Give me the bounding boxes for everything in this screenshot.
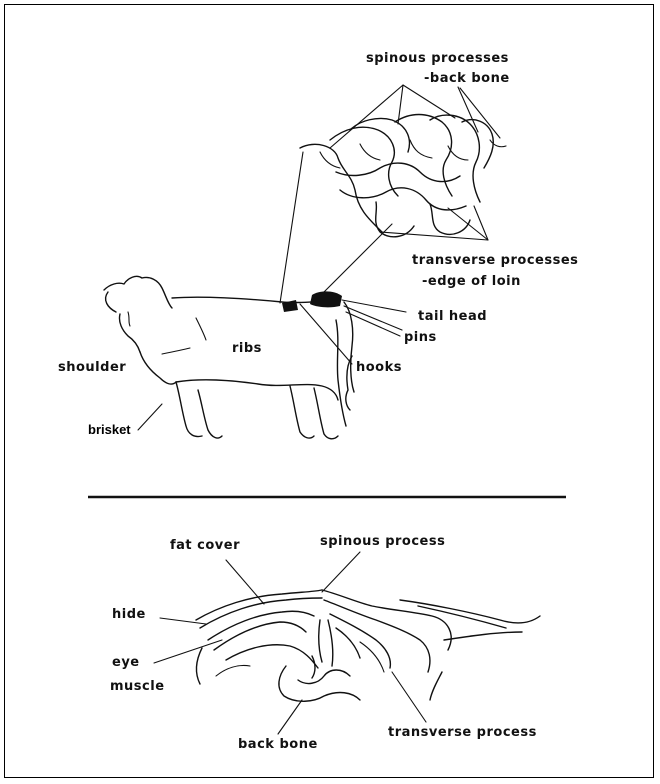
label-fat-cover: fat cover xyxy=(170,538,240,553)
label-eye: eye xyxy=(112,655,140,670)
cow-illustration xyxy=(104,276,354,438)
label-ribs: ribs xyxy=(232,341,262,356)
label-muscle: muscle xyxy=(110,679,165,694)
label-hooks: hooks xyxy=(356,360,402,375)
label-shoulder: shoulder xyxy=(58,360,126,375)
label-brisket: brisket xyxy=(88,422,131,437)
label-pins: pins xyxy=(404,330,437,345)
label-hide: hide xyxy=(112,607,146,622)
label-spinous-process: spinous process xyxy=(320,534,445,549)
pointer-lines-top xyxy=(280,85,500,303)
label-spinous-processes: spinous processes xyxy=(366,51,509,66)
cross-section-illustration xyxy=(196,590,540,701)
label-transverse-process: transverse process xyxy=(388,725,537,740)
label-edge-of-loin: -edge of loin xyxy=(422,274,521,289)
label-transverse-processes: transverse processes xyxy=(412,253,578,268)
label-back-bone-top: -back bone xyxy=(424,71,510,86)
label-tail-head: tail head xyxy=(418,309,487,324)
pointer-lines-bottom xyxy=(154,552,426,734)
vertebrae-illustration xyxy=(300,115,506,237)
label-back-bone-bottom: back bone xyxy=(238,737,318,752)
